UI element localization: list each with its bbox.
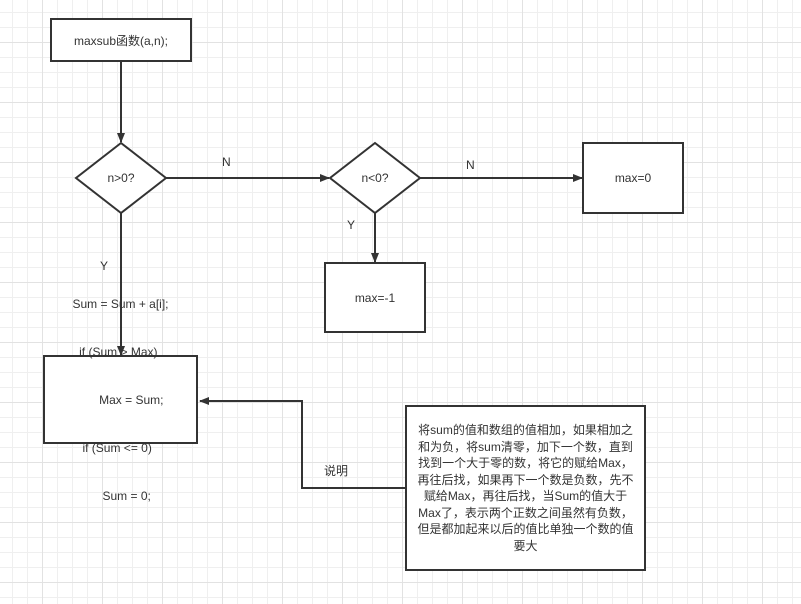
code-line: Sum = 0;: [72, 488, 151, 503]
decision-n-positive: [74, 141, 168, 215]
edge-label-negative-no: N: [466, 158, 475, 172]
decision-n-positive-label: n>0?: [107, 171, 135, 185]
max-minus-one-label: max=-1: [354, 290, 396, 305]
loop-body-code: Sum = Sum + a[i]; if (Sum > Max) Max = S…: [72, 264, 168, 536]
code-line: Max = Sum;: [72, 392, 164, 407]
note-node: 将sum的值和数组的值相加，如果相加之和为负，将sum清零，加下一个数，直到找到…: [405, 405, 646, 571]
start-node-label: maxsub函数(a,n);: [73, 33, 169, 48]
edge-label-note-link: 说明: [324, 464, 349, 478]
edge-label-positive-no: N: [222, 155, 231, 169]
code-line: Sum = Sum + a[i];: [72, 296, 169, 311]
code-line: if (Sum <= 0): [72, 440, 152, 455]
edge-note-to-loop-body: [199, 397, 405, 489]
decision-n-negative-label: n<0?: [361, 171, 389, 185]
edge-label-positive-yes: Y: [100, 259, 109, 273]
edge-label-negative-yes: Y: [347, 218, 356, 232]
max-minus-one-node: max=-1: [324, 262, 426, 333]
max-zero-node: max=0: [582, 142, 684, 214]
loop-body-node: Sum = Sum + a[i]; if (Sum > Max) Max = S…: [43, 297, 198, 503]
max-zero-label: max=0: [614, 171, 652, 185]
note-text: 将sum的值和数组的值相加，如果相加之和为负，将sum清零，加下一个数，直到找到…: [417, 423, 634, 553]
start-node: maxsub函数(a,n);: [50, 18, 192, 62]
decision-n-negative: [328, 141, 422, 215]
code-line: if (Sum > Max): [72, 344, 158, 359]
